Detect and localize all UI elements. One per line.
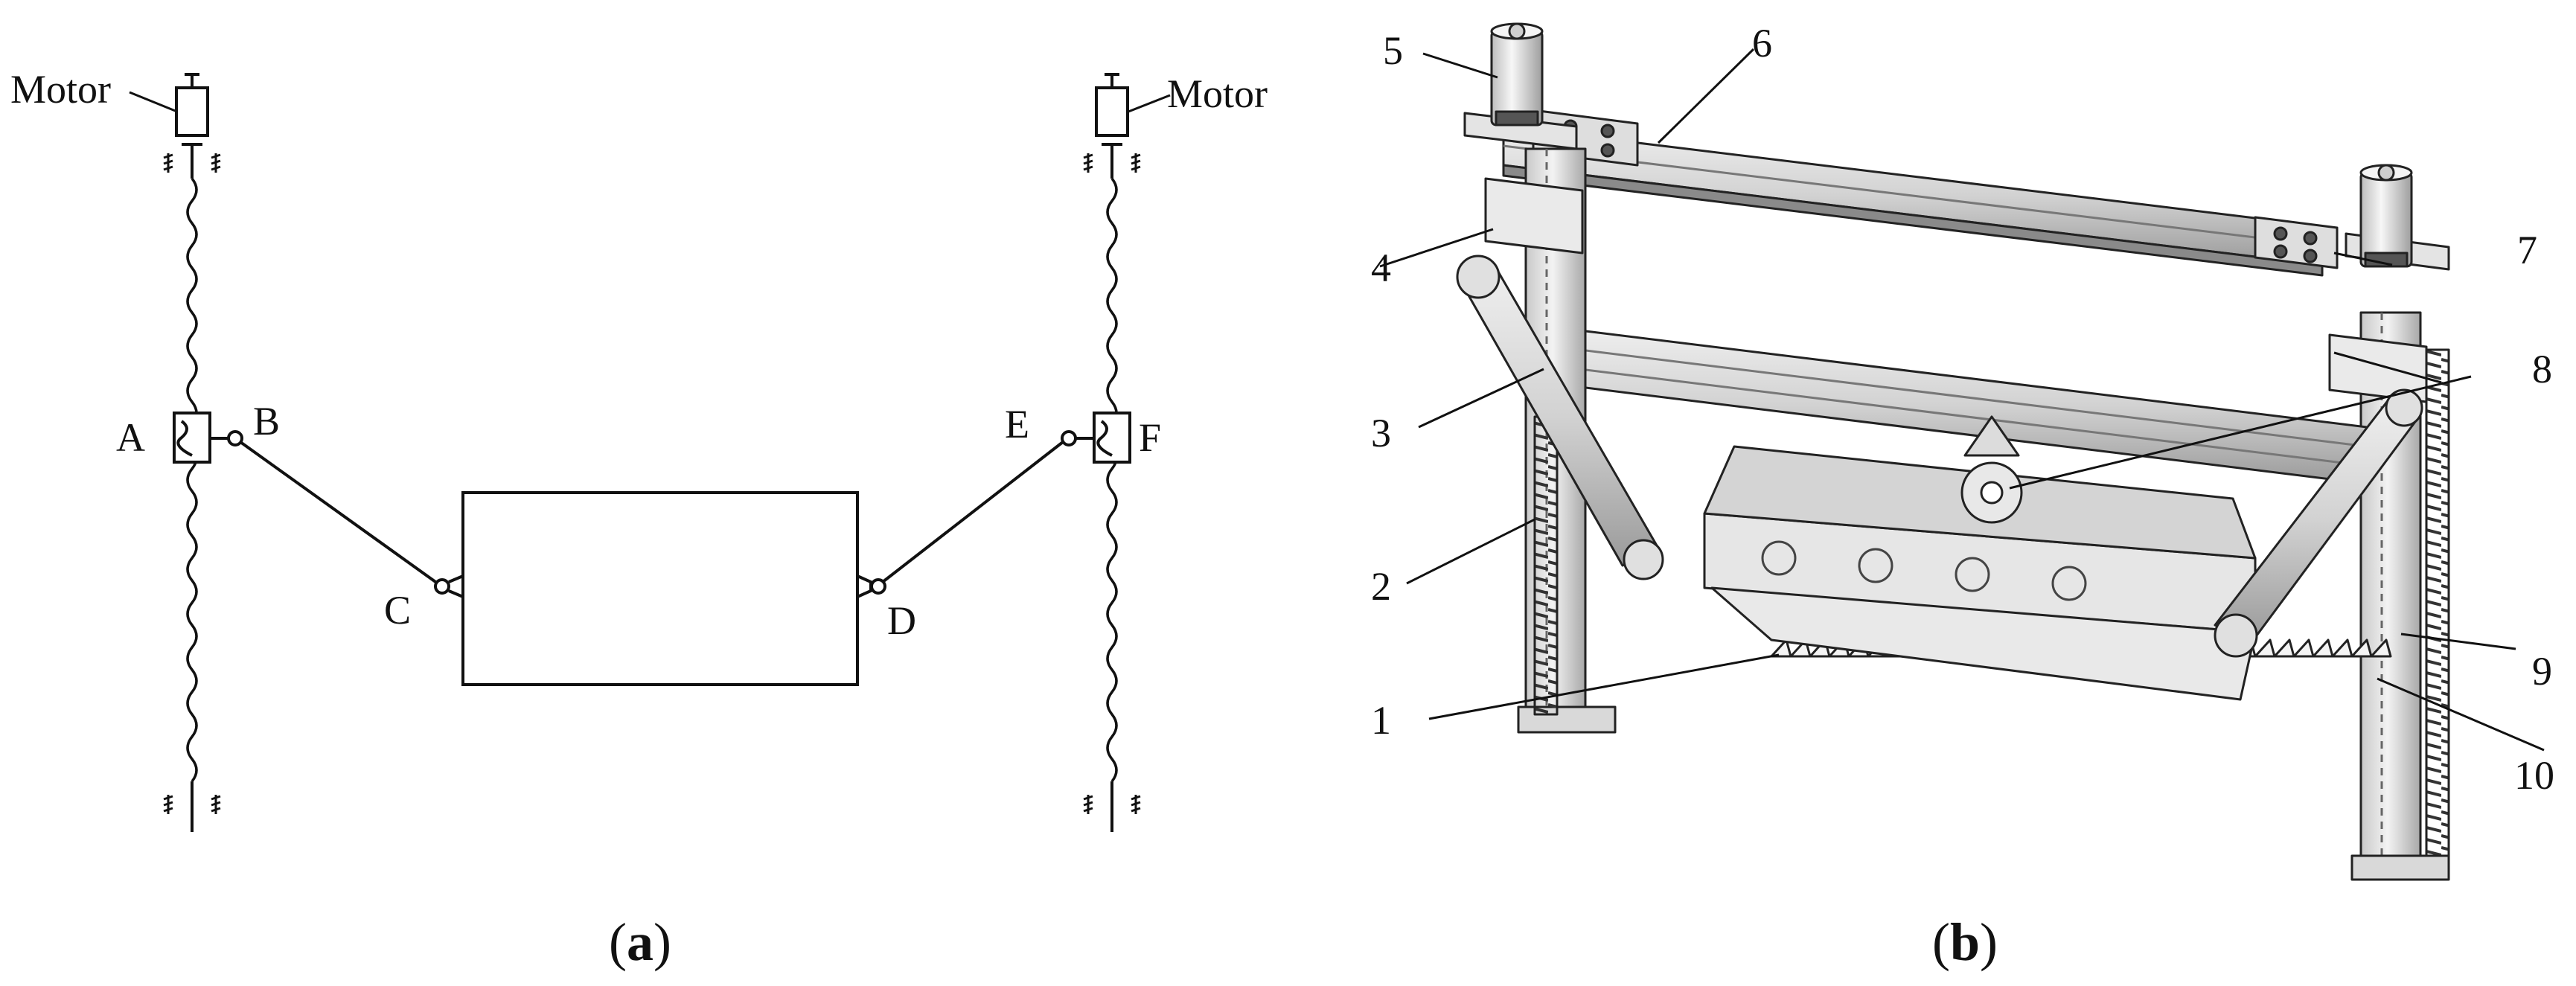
callout-7: 7 (2517, 228, 2537, 272)
joint-label-e: E (1005, 402, 1029, 446)
left-lead-screw-part (1533, 415, 1559, 716)
joint-f-nut (1093, 412, 1131, 464)
caption-a-letter: a (627, 912, 653, 972)
caption-a-open: ( (609, 912, 627, 972)
joint-e-pin (1061, 430, 1077, 446)
motor-label-left: Motor (10, 67, 111, 112)
panel-b-render (1456, 22, 2450, 881)
right-bottom-bearing-icon (1083, 795, 1141, 814)
callout-3: 3 (1371, 411, 1391, 455)
joint-label-d: D (887, 598, 916, 643)
pivot-bearing-part (1960, 415, 2023, 524)
caption-b-open: ( (1932, 912, 1950, 972)
mid-beam (1554, 326, 2368, 485)
callout-2: 2 (1371, 564, 1391, 609)
caption-b: (b) (1932, 912, 1998, 972)
joint-a-nut (173, 412, 211, 464)
right-slider-block (2328, 333, 2428, 403)
platform-body (461, 491, 859, 686)
right-motor-icon (1095, 73, 1129, 146)
link-bc (239, 441, 439, 585)
left-slider-block (1484, 177, 1584, 254)
panel-a-schematic (129, 73, 1171, 832)
caption-b-close: ) (1980, 912, 1998, 972)
callout-6: 6 (1752, 21, 1772, 65)
callout-4: 4 (1371, 246, 1391, 290)
joint-c-pin (434, 578, 450, 595)
left-top-bearing-icon (163, 153, 221, 173)
callout-10: 10 (2514, 753, 2554, 798)
left-motor-icon (175, 73, 209, 146)
left-lead-screw (186, 177, 198, 783)
left-motor-part (1490, 22, 1544, 127)
caption-b-letter: b (1950, 912, 1980, 972)
cutter-holes (1761, 540, 2087, 601)
right-lead-screw (1106, 177, 1118, 783)
right-motor-part (2359, 164, 2413, 268)
caption-a-close: ) (653, 912, 671, 972)
joint-d-pin (870, 578, 886, 595)
joint-label-c: C (384, 588, 411, 633)
callout-8: 8 (2532, 347, 2552, 391)
motor-label-right: Motor (1167, 71, 1268, 116)
joint-label-f: F (1139, 415, 1161, 460)
callout-1: 1 (1371, 698, 1391, 743)
caption-a: (a) (609, 912, 671, 972)
callout-5: 5 (1383, 28, 1403, 73)
callout-9: 9 (2532, 649, 2552, 694)
link-de (881, 441, 1064, 583)
left-bottom-bearing-icon (163, 795, 221, 814)
right-top-bearing-icon (1083, 153, 1141, 173)
callout-leaders (1379, 48, 2545, 752)
right-lead-screw-part (2425, 348, 2450, 857)
joint-label-a: A (116, 415, 145, 460)
joint-label-b: B (253, 399, 280, 444)
